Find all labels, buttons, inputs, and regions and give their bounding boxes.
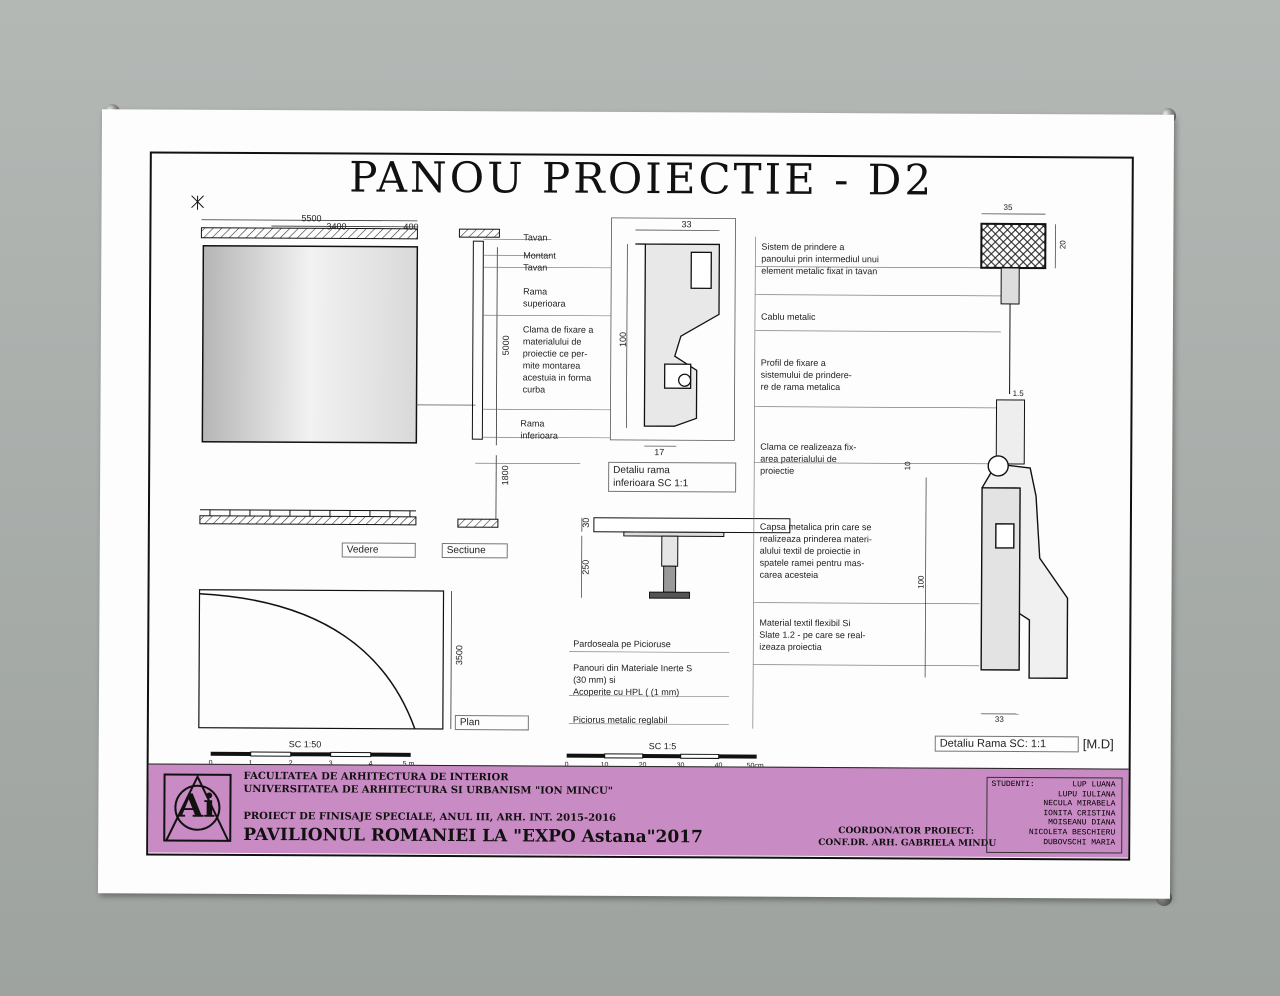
ceiling-block [980,222,1047,270]
detail-rama-box [609,217,736,441]
label-detaliu-rama: Detaliu Rama SC: 1:1 [934,735,1079,753]
fixing-profile [995,399,1026,465]
university-name: UNIVERSITATEA DE ARHITECTURA SI URBANISM… [243,783,613,797]
student-name: IONITA CRISTINA [1043,808,1116,819]
dim-100-right: 100 [916,575,926,589]
title-block: Ai FACULTATEA DE ARHITECTURA DE INTERIOR… [148,763,1129,858]
ceiling-symbol [191,195,204,210]
note-capsa-metalica: Capsa metalica prin care se realizeaza p… [759,521,872,580]
section-leader-lines [475,238,612,465]
note-profil-fixare: Profil de fixare a sistemului de prinder… [760,357,852,393]
plan-outline [198,589,445,730]
student-name: MOISEANU DIANA [1048,818,1116,828]
pedestal-shaft [661,535,679,567]
dim-33-top: 33 [681,219,692,230]
label-vedere: Vedere [341,542,416,558]
scale-bar-1-5 [566,753,757,759]
scale-bar-1-50 [210,751,411,758]
note-clama-fixare: Clama de fixare a materialului de proiec… [522,324,594,395]
dim-35: 35 [1003,202,1013,212]
initials: [M.D] [1082,736,1114,752]
dim-3400: 3400 [326,221,347,232]
elevation-dimensions [201,219,418,228]
note-sistem-prindere: Sistem de prindere a panoului prin inter… [761,241,879,277]
note-panouri: Panouri din Materiale Inerte S (30 mm) s… [572,662,693,698]
students-list: LUP LUANA LUPU IULIANA NECULA MIRABELA I… [1029,780,1116,848]
drawing-sheet: PANOU PROIECTIE - D2 [97,109,1175,899]
coordinator-name: CONF.DR. ARH. GABRIELA MINDU [818,837,997,849]
students-box: STUDENTI: LUP LUANA LUPU IULIANA NECULA … [986,776,1123,854]
label-plan: Plan [454,715,529,731]
note-rama-superioara: Rama superioara [523,286,566,309]
ceiling-fixture [1000,267,1020,305]
dim-30: 30 [580,517,591,528]
dim-1-5: 1.5 [1012,388,1024,399]
student-name: NECULA MIRABELA [1043,799,1116,809]
logo-mark [163,773,232,842]
dim-400: 400 [403,221,419,232]
floor-leader-lines [568,651,730,725]
bottom-rail-profile [635,243,721,427]
section-floor [457,518,499,528]
faculty-name: FACULTATEA DE ARHITECTURA DE INTERIOR [243,770,509,784]
floor-pedestals [199,509,416,517]
plan-curve [199,592,416,730]
note-montant-tavan: Montant Tavan [523,250,556,273]
section-screen [471,240,484,440]
section-ceiling [458,228,500,238]
coordinator-label: COORDONATOR PROIECT: [838,826,975,837]
student-name: LUPU IULIANA [1057,789,1116,800]
note-tavan: Tavan [523,232,548,243]
note-cablu-metalic: Cablu metalic [760,311,816,322]
side-rail-profile [980,455,1069,679]
projection-screen-elevation [201,244,419,444]
label-detaliu-rama-inferioara: Detaliu rama inferioara SC 1:1 [608,461,737,493]
drawing-frame: PANOU PROIECTIE - D2 [146,151,1134,861]
technical-drawing [191,195,1069,759]
dim-250: 250 [580,559,591,575]
school-logo: Ai [160,771,234,845]
logo-letters: Ai [178,786,216,825]
note-pardoseala: Pardoseala pe Picioruse [573,638,671,650]
student-name: LUP LUANA [1072,780,1116,790]
note-clama-fixare-material: Clama ce realizeaza fix- area paterialul… [760,441,857,476]
dim-100-left: 100 [617,331,628,347]
student-name: DUBOVSCHI MARIA [1043,837,1116,848]
label-sectiune: Sectiune [441,542,508,559]
note-piciorus: Piciorus metalic reglabil [572,714,668,726]
scale-label-1-50: SC 1:50 [288,739,322,750]
scale-label-1-5: SC 1:5 [648,741,677,752]
dim-3500: 3500 [454,645,465,666]
dim-33-bottom: 33 [994,714,1004,724]
project-name: PROIECT DE FINISAJE SPECIALE, ANUL III, … [243,810,617,824]
pavilion-title: PAVILIONUL ROMANIEI LA "EXPO Astana"2017 [243,824,703,848]
dim-10: 10 [903,461,913,471]
dim-20: 20 [1058,240,1068,250]
ceiling-hatch [200,227,418,240]
dim-1800: 1800 [500,465,511,486]
student-name: NICOLETA BESCHIERU [1028,828,1116,838]
floor-hatch-elevation [199,515,417,526]
dim-5000: 5000 [500,335,511,356]
right-leader-lines [752,236,1002,729]
note-material-textil: Material textil flexibil Si Slate 1.2 - … [759,617,866,652]
note-rama-inferioara: Rama inferioara [520,418,558,441]
dim-5500: 5500 [301,213,322,224]
dim-17: 17 [654,447,665,458]
